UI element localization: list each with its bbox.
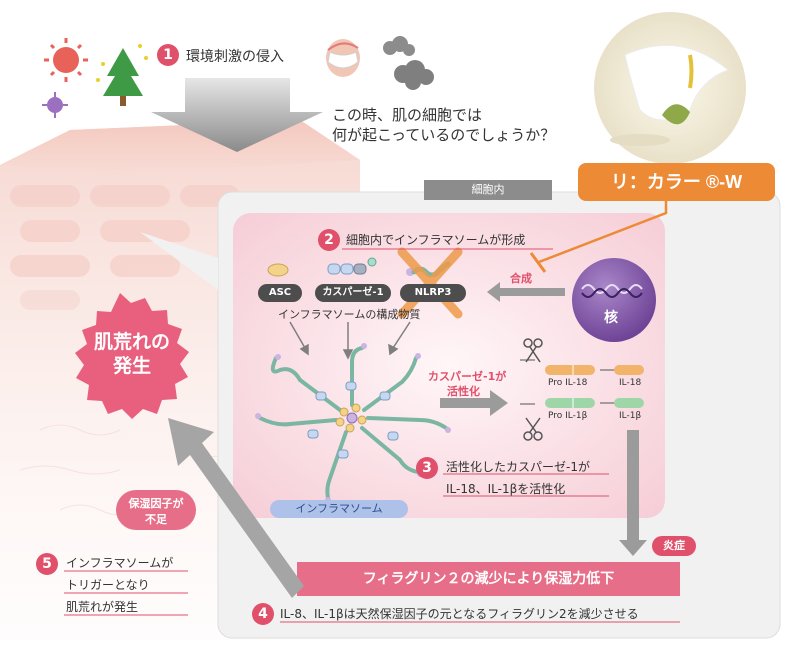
filaggrin-text: フィラグリン２の減少により保湿力低下 xyxy=(297,562,680,596)
step4-number: 4 xyxy=(252,603,274,625)
synthesis-label: 合成 xyxy=(510,270,532,286)
step1-number: 1 xyxy=(157,44,179,66)
cell-inside-badge: 細胞内 xyxy=(424,180,552,200)
nlrp3-label: NLRP3 xyxy=(400,284,466,302)
nucleus-label: 核 xyxy=(604,307,618,327)
caspase-label: カスパーゼ-1 xyxy=(315,284,391,302)
smoke-icon xyxy=(383,36,434,90)
step4-label: IL-8、IL-1βは天然保湿因子の元となるフィラグリン2を減少させる xyxy=(280,605,639,622)
step1-label: 環境刺激の侵入 xyxy=(186,46,284,66)
step5-number: 5 xyxy=(36,553,58,575)
nmf-badge-line2: 不足 xyxy=(116,511,196,527)
step3-number: 3 xyxy=(416,457,438,479)
question-line2: 何が起こっているのでしょうか？ xyxy=(332,124,555,145)
pro-il18-bar xyxy=(545,365,595,375)
nmf-badge: 保湿因子が 不足 xyxy=(116,490,196,530)
il18-label: IL-18 xyxy=(619,378,641,388)
pollen-tree-icon xyxy=(96,44,148,106)
components-caption: インフラマソームの構成物質 xyxy=(278,306,420,322)
caspase-active-line1: カスパーゼ-1が xyxy=(428,368,506,384)
step5-line3: 肌荒れが発生 xyxy=(66,598,138,615)
step5-line2: トリガーとなり xyxy=(66,576,150,593)
il18-bar xyxy=(614,365,644,375)
lily-image xyxy=(592,10,748,166)
skin-trouble-line2: 発生 xyxy=(82,354,182,378)
question-line1: この時、肌の細胞では xyxy=(332,104,482,125)
caspase-active-line2: 活性化 xyxy=(447,383,480,399)
il1b-bar xyxy=(614,398,644,408)
step2-label: 細胞内でインフラマソームが形成 xyxy=(346,231,525,248)
step3-line2: IL-18、IL-1βを活性化 xyxy=(446,480,565,497)
product-badge: リ：カラー ®-W xyxy=(578,163,775,201)
skin-trouble-text: 肌荒れの 発生 xyxy=(82,330,182,378)
skin-trouble-line1: 肌荒れの xyxy=(82,330,182,354)
asc-shape xyxy=(268,264,288,276)
sun-icon xyxy=(44,38,88,82)
step5-line1: インフラマソームが xyxy=(66,554,173,571)
inflammasome-label: インフラマソーム xyxy=(270,500,408,518)
mask-face-icon xyxy=(326,39,360,77)
pro-il18-label: Pro IL-18 xyxy=(548,378,587,388)
inflammation-badge: 炎症 xyxy=(652,536,696,556)
nucleus xyxy=(572,258,656,342)
step2-number: 2 xyxy=(318,229,340,251)
step3-line1: 活性化したカスパーゼ-1が xyxy=(446,458,590,475)
asc-label: ASC xyxy=(258,284,302,302)
pro-il1b-bar xyxy=(545,398,595,408)
il1b-label: IL-1β xyxy=(619,411,641,421)
bacteria-icon xyxy=(42,92,68,118)
nmf-badge-line1: 保湿因子が xyxy=(116,495,196,511)
pro-il1b-label: Pro IL-1β xyxy=(548,411,587,421)
